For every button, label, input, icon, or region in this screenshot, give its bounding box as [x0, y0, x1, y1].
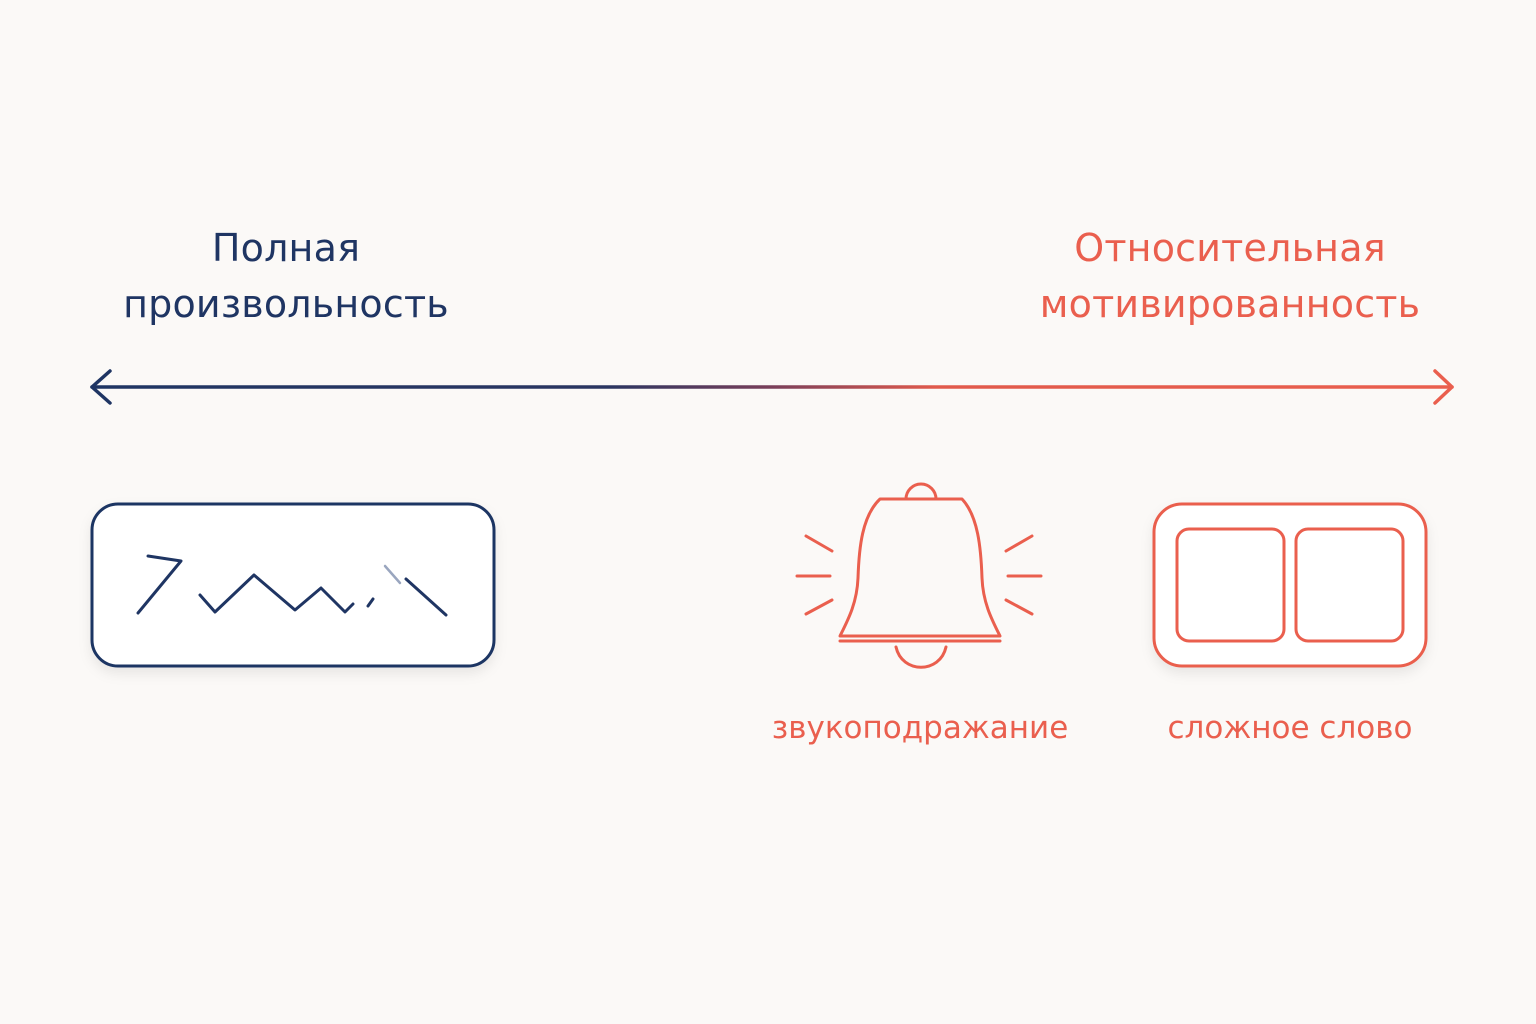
- ringing-bell-icon: [795, 482, 1043, 669]
- compound-word-caption: сложное слово: [1167, 710, 1413, 746]
- onomatopoeia-caption: звукоподражание: [771, 710, 1069, 746]
- bell-ring-line: [804, 534, 834, 553]
- left-pole-line1: Полная: [211, 226, 361, 270]
- compound-left-part: [1175, 527, 1286, 643]
- squiggle-diagonal-stroke: [404, 577, 448, 617]
- compound-outer-box: [1152, 502, 1428, 668]
- left-pole-line2: произвольность: [123, 282, 449, 326]
- left-pole-label: Полная произвольность: [86, 220, 486, 332]
- right-pole-line1: Относительная: [1074, 226, 1386, 270]
- arrow-left-head-icon: [90, 369, 112, 405]
- bell-body: [838, 497, 1002, 638]
- squiggle-fade-stroke: [383, 564, 402, 585]
- bell-ring-line: [1004, 534, 1034, 553]
- right-pole-line2: мотивированность: [1039, 282, 1421, 326]
- squiggle-dot-stroke: [366, 597, 375, 608]
- squiggle-seven-stroke: [136, 554, 183, 615]
- squiggle-sign-icon: [90, 502, 496, 668]
- squiggle-zigzag-stroke: [198, 573, 355, 614]
- scale-arrow: [90, 369, 1454, 405]
- arrow-right-head-icon: [1433, 369, 1454, 405]
- arbitrary-sign-card: [90, 502, 496, 668]
- two-part-box-icon: [1152, 502, 1428, 668]
- bell-ring-line: [1004, 598, 1034, 616]
- bell-top-knob: [904, 482, 938, 501]
- bell-ring-line: [804, 598, 834, 616]
- right-pole-label: Относительная мотивированность: [1000, 220, 1460, 332]
- bell-clapper: [894, 645, 948, 669]
- compound-right-part: [1294, 527, 1405, 643]
